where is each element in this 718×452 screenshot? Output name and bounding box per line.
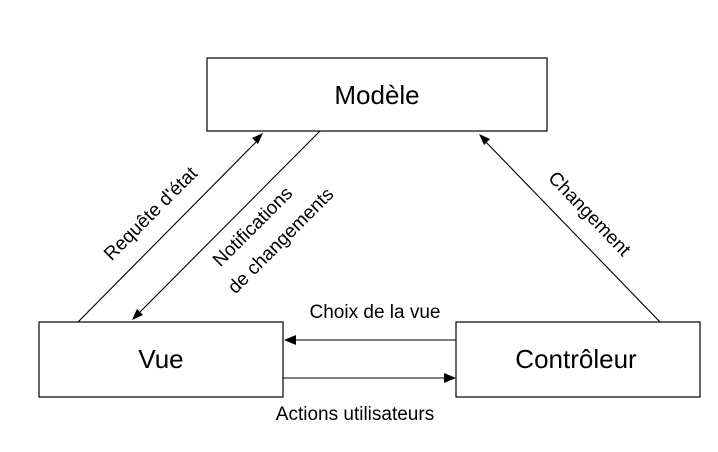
arrowhead-icon (284, 335, 296, 345)
edge-actions-utilisateurs: Actions utilisateurs (276, 373, 456, 425)
node-modele: Modèle (206, 57, 548, 132)
edge-choix-vue-label: Choix de la vue (310, 302, 441, 323)
node-controleur-label: Contrôleur (515, 344, 637, 374)
node-vue: Vue (38, 321, 284, 398)
node-vue-label: Vue (138, 344, 183, 374)
edge-actions-utilisateurs-label: Actions utilisateurs (276, 404, 434, 425)
edge-notifications: Notifications de changements (132, 130, 338, 320)
edge-changement: Changement (479, 134, 661, 323)
node-controleur: Contrôleur (455, 321, 701, 398)
node-modele-label: Modèle (334, 80, 419, 110)
arrowhead-icon (479, 134, 490, 145)
arrowhead-icon (444, 373, 456, 383)
arrowhead-icon (252, 133, 263, 144)
arrowhead-icon (132, 309, 143, 320)
edge-requete-etat-label: Requête d'état (100, 163, 202, 265)
edge-changement-label: Changement (544, 168, 635, 261)
edge-choix-vue: Choix de la vue (284, 302, 456, 345)
